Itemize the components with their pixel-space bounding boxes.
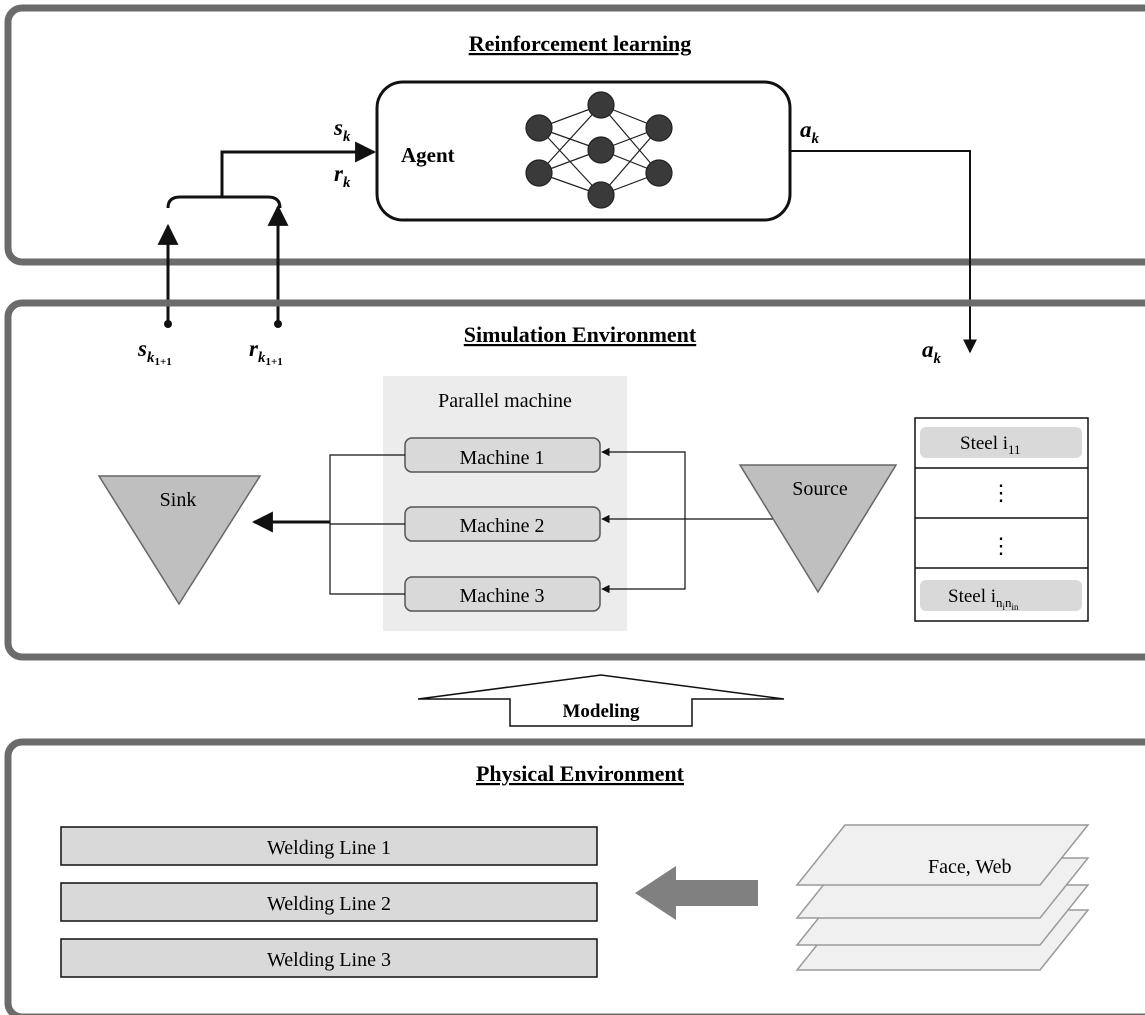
source-to-machines-connector: [601, 447, 782, 594]
machine-3: Machine 3: [404, 576, 601, 612]
gray-left-arrow: [635, 866, 758, 920]
welding-line-2: Welding Line 2: [60, 882, 598, 922]
source-triangle: [738, 464, 898, 594]
sim-panel-title: Simulation Environment: [464, 322, 697, 347]
machine-3-label: Machine 3: [460, 585, 545, 607]
rl-panel: [4, 4, 1145, 266]
welding-line-1-label: Welding Line 1: [267, 837, 391, 859]
welding-line-1: Welding Line 1: [60, 826, 598, 866]
state-label: sk: [333, 115, 351, 145]
phys-panel: [4, 738, 1145, 1015]
phys-panel-title: Physical Environment: [476, 761, 685, 786]
machine-2: Machine 2: [404, 506, 601, 542]
reward-label: rk: [334, 161, 351, 191]
next-state-dot: [164, 320, 172, 328]
steel-queue: [914, 417, 1089, 622]
next-state-label: sk1+1: [137, 336, 172, 368]
welding-line-3-label: Welding Line 3: [267, 949, 391, 971]
machines-to-sink-connector: [329, 454, 405, 595]
action-arrow: [790, 150, 977, 354]
sink-triangle: [97, 475, 262, 606]
neural-network-icon: [525, 91, 673, 209]
queue-ellipsis-2: ⋮: [990, 533, 1012, 558]
agent-label: Agent: [401, 143, 455, 167]
steel-last-label: Steel ininin: [948, 586, 1019, 612]
machine-1-label: Machine 1: [460, 447, 545, 469]
modeling-arrow: [417, 674, 785, 727]
modeling-label: Modeling: [562, 701, 640, 722]
action-label-sim: ak: [922, 337, 942, 367]
sim-panel: [4, 299, 1145, 661]
queue-ellipsis-1: ⋮: [990, 480, 1012, 505]
source-label: Source: [792, 478, 848, 500]
machine-2-label: Machine 2: [460, 515, 545, 537]
steel-first-label: Steel i11: [960, 433, 1021, 457]
next-reward-label: rk1+1: [249, 336, 283, 368]
rl-panel-title: Reinforcement learning: [469, 31, 692, 56]
machine-1: Machine 1: [404, 437, 601, 473]
sink-label: Sink: [160, 489, 197, 511]
sheets-label: Face, Web: [928, 856, 1012, 878]
welding-line-2-label: Welding Line 2: [267, 893, 391, 915]
parallel-machine-label: Parallel machine: [438, 390, 572, 412]
next-reward-dot: [274, 320, 282, 328]
welding-line-3: Welding Line 3: [60, 938, 598, 978]
action-label: ak: [800, 117, 820, 147]
steel-sheets-stack: [795, 824, 1090, 971]
